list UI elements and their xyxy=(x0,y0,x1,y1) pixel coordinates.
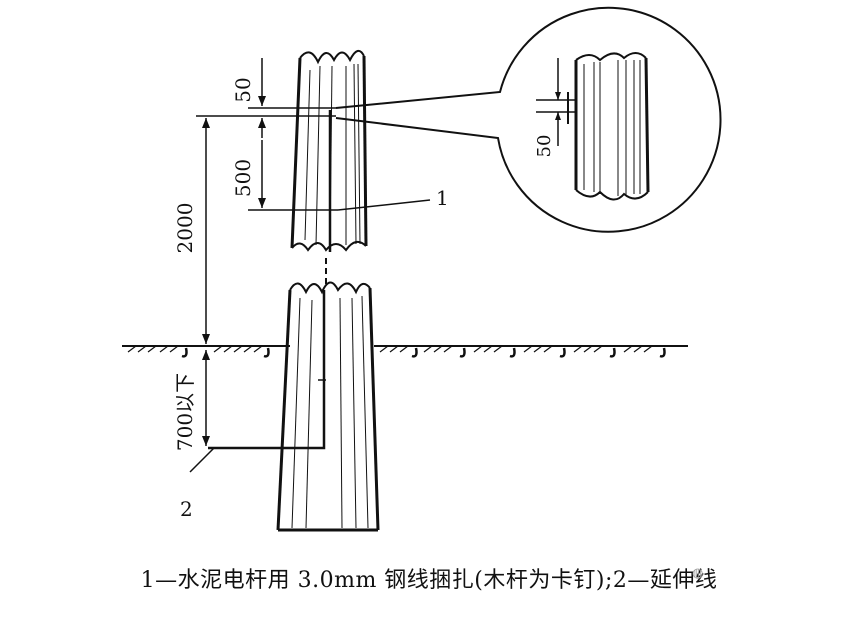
callout-2: 2 xyxy=(180,497,193,521)
figure-caption: 1—水泥电杆用 3.0mm 钢线捆扎(木杆为卡钉);2—延伸线 xyxy=(140,568,718,593)
dimension-lines xyxy=(196,58,431,446)
upper-pole-segment xyxy=(290,49,368,252)
dim-2000-label: 2000 xyxy=(173,203,197,254)
dim-700-label: 700以下 xyxy=(173,373,197,451)
lower-pole-segment xyxy=(276,281,380,532)
dim-500-label: 500 xyxy=(231,159,255,197)
detail-magnifier xyxy=(335,6,722,233)
callout-1: 1 xyxy=(436,186,449,210)
dim-50-label: 50 xyxy=(231,77,255,102)
down-conductor xyxy=(189,110,332,473)
detail-dim-50-label: 50 xyxy=(534,135,555,158)
ground-line xyxy=(122,345,688,358)
watermark-icon: ◍ xyxy=(692,566,704,581)
